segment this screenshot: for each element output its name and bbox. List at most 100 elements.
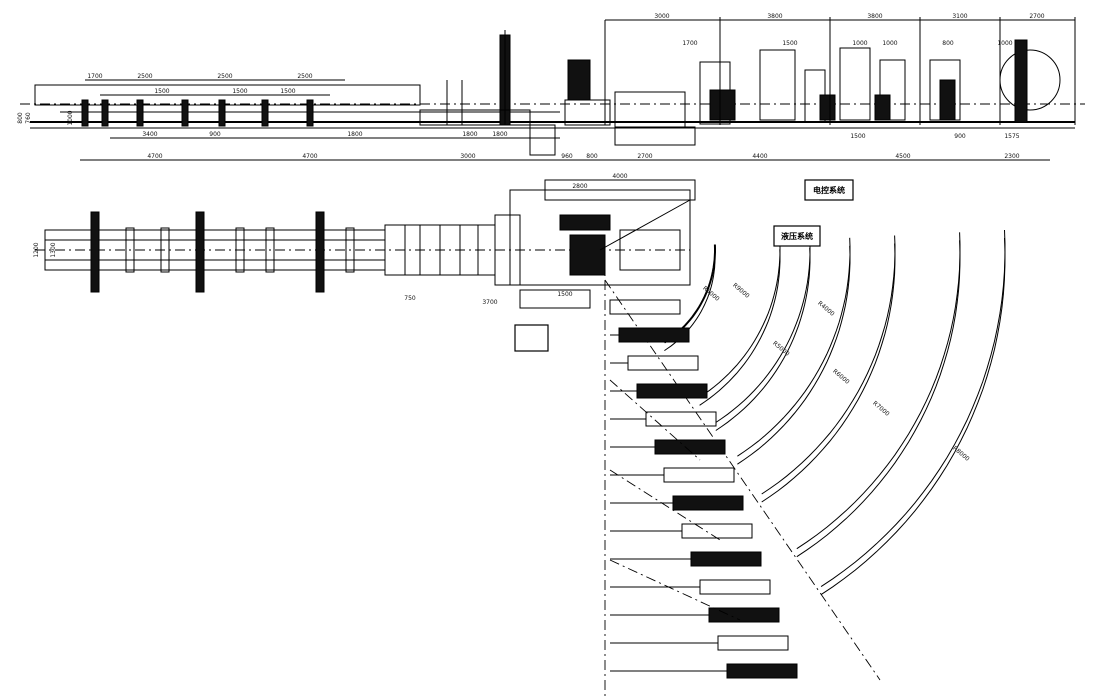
bend-arc bbox=[796, 232, 961, 550]
dimension-label: 4700 bbox=[302, 153, 317, 160]
svg-text:电控系统: 电控系统 bbox=[813, 185, 845, 195]
support-post bbox=[218, 99, 226, 127]
dimension-label: 1500 bbox=[557, 291, 572, 298]
plan-view-straight-run: 4000 2800 3700 750 1500 1200 1300 bbox=[33, 173, 696, 309]
support-post bbox=[261, 99, 269, 127]
bend-arc-inner bbox=[737, 245, 851, 465]
elevation-view: 3000 3800 3800 3100 2700 1700 2500 2500 2500 15… bbox=[17, 13, 1085, 161]
bend-arc-inner bbox=[715, 247, 811, 431]
bending-unit bbox=[663, 467, 735, 483]
radius-label: R4000 bbox=[816, 300, 836, 318]
bending-unit bbox=[699, 579, 771, 595]
roller-stand bbox=[90, 211, 100, 293]
dimension-label: 1700 bbox=[87, 73, 102, 80]
dimension-label: 900 bbox=[954, 133, 966, 140]
dimension-label: 760 bbox=[25, 112, 32, 124]
bending-unit bbox=[726, 663, 798, 679]
dimension-label: 1500 bbox=[782, 40, 797, 47]
dimension-label: 1000 bbox=[67, 110, 74, 125]
dimension-label: 3000 bbox=[460, 153, 475, 160]
center-line bbox=[609, 559, 741, 621]
bending-unit bbox=[609, 299, 681, 315]
support-post bbox=[181, 99, 189, 127]
bend-arc bbox=[761, 235, 896, 495]
dimension-label: 2700 bbox=[637, 153, 652, 160]
dimension-label: 4000 bbox=[612, 173, 627, 180]
dimension-label: 1700 bbox=[682, 40, 697, 47]
bend-arc bbox=[699, 241, 781, 398]
hydraulic-system-label: 液压系统 bbox=[773, 225, 821, 247]
dimension-label: 1000 bbox=[882, 40, 897, 47]
dimension-label: 1500 bbox=[280, 88, 295, 95]
bend-arc-inner bbox=[820, 237, 1006, 596]
bend-arc-inner bbox=[699, 249, 781, 406]
dimension-label: 4500 bbox=[895, 153, 910, 160]
dimension-label: 4700 bbox=[147, 153, 162, 160]
bend-arc bbox=[820, 229, 1006, 588]
radius-label: R7000 bbox=[871, 400, 891, 418]
bending-unit bbox=[645, 411, 717, 427]
dimension-label: 1000 bbox=[852, 40, 867, 47]
electrical-system-label: 电控系统 bbox=[804, 179, 854, 201]
dimension-label: 1500 bbox=[850, 133, 865, 140]
dimension-label: 1800 bbox=[462, 131, 477, 138]
dimension-label: 1500 bbox=[232, 88, 247, 95]
center-line bbox=[609, 379, 701, 461]
dimension-label: 1800 bbox=[347, 131, 362, 138]
support-post bbox=[136, 99, 144, 127]
bend-arc bbox=[715, 239, 811, 423]
dimension-label: 2700 bbox=[1029, 13, 1044, 20]
dimension-label: 800 bbox=[586, 153, 598, 160]
dimension-label: 900 bbox=[209, 131, 221, 138]
dimension-label: 960 bbox=[561, 153, 573, 160]
roller-stand bbox=[195, 211, 205, 293]
dimension-label: 1500 bbox=[154, 88, 169, 95]
support-post bbox=[306, 99, 314, 127]
dimension-label: 3800 bbox=[767, 13, 782, 20]
dimension-label: 2500 bbox=[217, 73, 232, 80]
radius-label: R9000 bbox=[731, 282, 751, 300]
svg-text:液压系统: 液压系统 bbox=[781, 231, 813, 241]
bending-unit bbox=[636, 383, 708, 399]
dimension-label: 800 bbox=[942, 40, 954, 47]
dimension-label: 2500 bbox=[297, 73, 312, 80]
roller-stand bbox=[315, 211, 325, 293]
dimension-label: 3000 bbox=[654, 13, 669, 20]
bending-unit bbox=[672, 495, 744, 511]
dimension-label: 800 bbox=[17, 112, 24, 124]
roller-stand bbox=[265, 227, 275, 273]
dimension-label: 4400 bbox=[752, 153, 767, 160]
bending-unit bbox=[690, 551, 762, 567]
bending-unit bbox=[627, 355, 699, 371]
dimension-label: 1800 bbox=[492, 131, 507, 138]
radius-label: R6000 bbox=[831, 368, 851, 386]
dimension-label: 3800 bbox=[867, 13, 882, 20]
roller-stand bbox=[125, 227, 135, 273]
empty-label-box bbox=[514, 324, 549, 352]
bending-unit bbox=[681, 523, 753, 539]
dimension-label: 2500 bbox=[137, 73, 152, 80]
dimension-label: 3700 bbox=[482, 299, 497, 306]
dimension-label: 1000 bbox=[997, 40, 1012, 47]
bending-unit bbox=[654, 439, 726, 455]
roller-stand bbox=[345, 227, 355, 273]
bend-arc-inner bbox=[761, 243, 896, 503]
elevation-supports-left bbox=[81, 99, 314, 127]
dimension-label: 750 bbox=[404, 295, 416, 302]
center-line bbox=[609, 469, 721, 541]
dimension-label: 1575 bbox=[1004, 133, 1019, 140]
bending-unit bbox=[618, 327, 690, 343]
roller-stand bbox=[160, 227, 170, 273]
dimension-label: 2800 bbox=[572, 183, 587, 190]
support-post bbox=[101, 99, 109, 127]
bend-arc bbox=[737, 237, 851, 457]
bending-unit bbox=[717, 635, 789, 651]
dimension-label: 3400 bbox=[142, 131, 157, 138]
dimension-label: 1200 bbox=[33, 242, 40, 257]
dimension-label: 1300 bbox=[50, 242, 57, 257]
support-post bbox=[81, 99, 89, 127]
dimension-label: 3100 bbox=[952, 13, 967, 20]
roller-stand bbox=[235, 227, 245, 273]
bend-arc-inner bbox=[796, 240, 961, 558]
